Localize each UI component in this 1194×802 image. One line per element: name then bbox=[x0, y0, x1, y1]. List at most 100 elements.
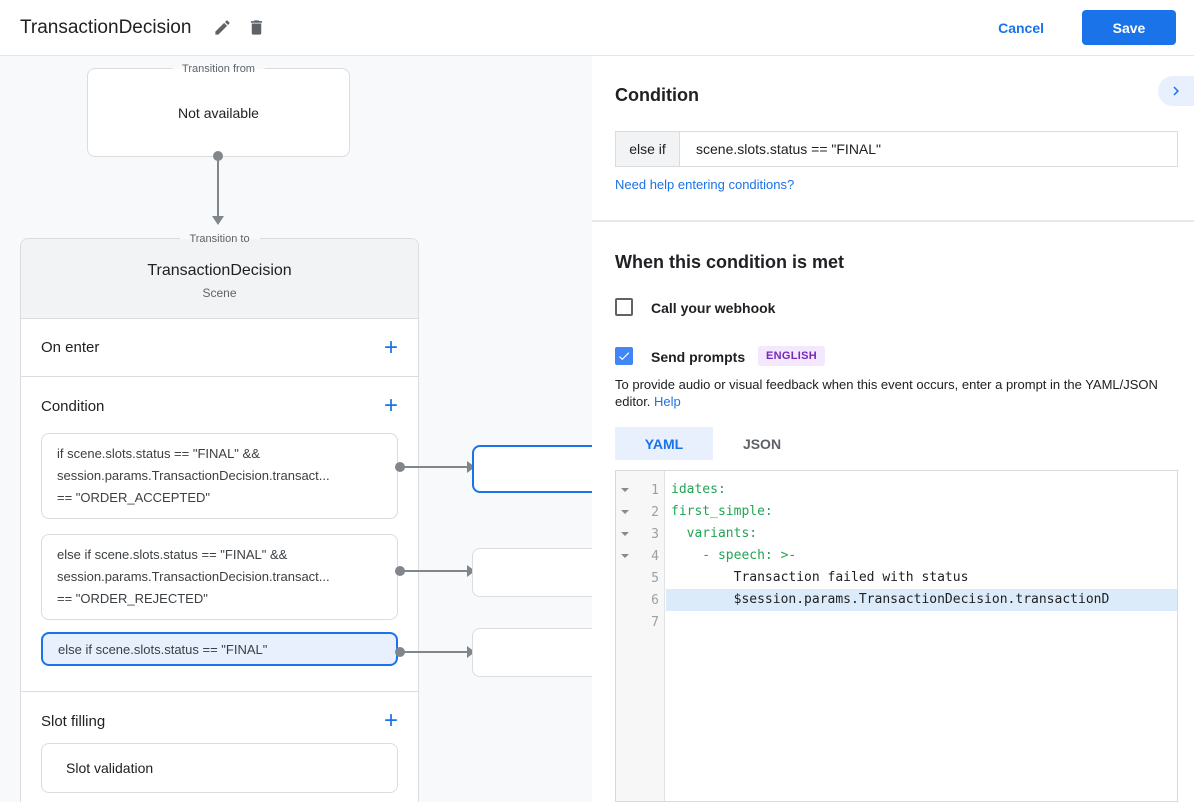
condition-item-2[interactable]: else if scene.slots.status == "FINAL" &&… bbox=[41, 534, 398, 620]
call-webhook-label: Call your webhook bbox=[651, 300, 776, 316]
scene-diagram: Transition from Not available Transition… bbox=[0, 56, 592, 802]
transition-arrow bbox=[212, 151, 224, 225]
fold-arrow-icon[interactable] bbox=[616, 532, 633, 536]
condition-line: if scene.slots.status == "FINAL" && bbox=[57, 446, 260, 461]
add-condition-icon[interactable]: + bbox=[383, 392, 398, 419]
slot-validation-item[interactable]: Slot validation bbox=[41, 743, 398, 793]
condition-detail-panel: Condition else if scene.slots.status == … bbox=[592, 56, 1194, 802]
editor-hint: To provide audio or visual feedback when… bbox=[615, 376, 1178, 410]
scene-card-header: TransactionDecision Scene bbox=[21, 239, 418, 319]
pencil-icon bbox=[215, 20, 230, 35]
call-webhook-checkbox[interactable] bbox=[615, 298, 633, 316]
transition-from-legend: Transition from bbox=[172, 61, 265, 77]
editor-line-gutter: 2 bbox=[616, 501, 666, 523]
on-enter-section: On enter + bbox=[21, 319, 418, 377]
transition-to-card: Transition to TransactionDecision Scene … bbox=[20, 231, 419, 802]
condition-section: Condition + if scene.slots.status == "FI… bbox=[21, 377, 418, 692]
fold-arrow-icon[interactable] bbox=[616, 510, 633, 514]
on-enter-label: On enter bbox=[41, 339, 100, 356]
code-text: variants: bbox=[671, 526, 758, 541]
checkmark-icon bbox=[618, 352, 630, 361]
code-text: Transaction failed with status bbox=[671, 570, 969, 585]
editor-line-gutter: 4 bbox=[616, 545, 666, 567]
editor-tabs: YAML JSON bbox=[615, 427, 811, 460]
line-number: 6 bbox=[651, 592, 659, 608]
editor-line[interactable]: 5 Transaction failed with status bbox=[616, 567, 1177, 589]
language-badge: ENGLISH bbox=[758, 346, 825, 366]
code-text bbox=[666, 611, 1177, 633]
condition-line: session.params.TransactionDecision.trans… bbox=[57, 468, 330, 483]
editor-line[interactable]: 7 bbox=[616, 611, 1177, 633]
panel-divider bbox=[592, 220, 1194, 222]
slot-filling-section: Slot filling + Slot validation bbox=[21, 692, 418, 802]
editor-line-gutter: 7 bbox=[616, 611, 666, 633]
send-prompts-checkbox[interactable] bbox=[615, 347, 633, 365]
condition-line: session.params.TransactionDecision.trans… bbox=[57, 569, 330, 584]
code-text: idates: bbox=[671, 482, 726, 497]
editor-line-gutter: 3 bbox=[616, 523, 666, 545]
scene-title: TransactionDecision bbox=[147, 262, 292, 279]
condition-expression-row: else if scene.slots.status == "FINAL" bbox=[615, 131, 1178, 167]
slot-validation-label: Slot validation bbox=[66, 760, 154, 776]
condition-line: else if scene.slots.status == "FINAL" && bbox=[57, 547, 288, 562]
code-text: $session.params.TransactionDecision.tran… bbox=[666, 589, 1177, 611]
add-on-enter-icon[interactable]: + bbox=[383, 333, 398, 361]
transition-target-node-1[interactable] bbox=[472, 445, 592, 493]
trash-icon bbox=[250, 20, 262, 35]
page-title: TransactionDecision bbox=[20, 16, 192, 38]
line-number: 5 bbox=[651, 570, 659, 586]
transition-target-node-3[interactable] bbox=[472, 628, 592, 677]
editor-gutter bbox=[616, 471, 665, 801]
condition-help-link[interactable]: Need help entering conditions? bbox=[615, 177, 795, 192]
send-prompts-label: Send prompts bbox=[651, 349, 746, 365]
code-text: first_simple: bbox=[671, 504, 773, 519]
condition-connector-3 bbox=[395, 646, 475, 658]
editor-line[interactable]: 1 idates: bbox=[616, 479, 1177, 501]
condition-item-1[interactable]: if scene.slots.status == "FINAL" && sess… bbox=[41, 433, 398, 519]
editor-help-link[interactable]: Help bbox=[654, 394, 681, 409]
tab-json[interactable]: JSON bbox=[713, 427, 811, 460]
editor-line-gutter: 1 bbox=[616, 479, 666, 501]
condition-line: == "ORDER_ACCEPTED" bbox=[57, 490, 210, 505]
tab-yaml[interactable]: YAML bbox=[615, 427, 713, 460]
line-number: 3 bbox=[651, 526, 659, 542]
cancel-button[interactable]: Cancel bbox=[998, 19, 1044, 36]
condition-panel-heading: Condition bbox=[615, 85, 699, 105]
delete-scene-button[interactable] bbox=[239, 11, 273, 45]
line-number: 1 bbox=[651, 482, 659, 498]
line-number: 7 bbox=[651, 614, 659, 630]
top-bar: TransactionDecision Cancel Save bbox=[0, 0, 1194, 56]
editor-line[interactable]: 6 $session.params.TransactionDecision.tr… bbox=[616, 589, 1177, 611]
transition-to-legend: Transition to bbox=[179, 231, 260, 247]
else-if-label: else if bbox=[616, 132, 680, 166]
fold-arrow-icon[interactable] bbox=[616, 554, 633, 558]
editor-line[interactable]: 2 first_simple: bbox=[616, 501, 1177, 523]
condition-line: else if scene.slots.status == "FINAL" bbox=[58, 642, 268, 657]
scene-type-label: Scene bbox=[202, 286, 237, 300]
editor-line[interactable]: 4 - speech: >- bbox=[616, 545, 1177, 567]
line-number: 2 bbox=[651, 504, 659, 520]
condition-section-label: Condition bbox=[41, 397, 105, 415]
add-slot-icon[interactable]: + bbox=[383, 707, 398, 734]
editor-line-gutter: 5 bbox=[616, 567, 666, 589]
slot-filling-label: Slot filling bbox=[41, 712, 106, 730]
editor-hint-text: To provide audio or visual feedback when… bbox=[615, 377, 1158, 409]
when-met-heading: When this condition is met bbox=[615, 252, 844, 272]
condition-item-3-selected[interactable]: else if scene.slots.status == "FINAL" bbox=[41, 632, 398, 666]
editor-line[interactable]: 3 variants: bbox=[616, 523, 1177, 545]
save-button[interactable]: Save bbox=[1082, 10, 1176, 45]
edit-scene-button[interactable] bbox=[205, 11, 239, 45]
line-number: 4 bbox=[651, 548, 659, 564]
fold-arrow-icon[interactable] bbox=[616, 488, 633, 492]
collapse-panel-button[interactable] bbox=[1158, 76, 1194, 106]
transition-target-node-2[interactable] bbox=[472, 548, 592, 597]
transition-from-value: Not available bbox=[178, 104, 259, 121]
condition-expression-input[interactable]: scene.slots.status == "FINAL" bbox=[696, 141, 882, 157]
transition-from-node[interactable]: Transition from Not available bbox=[87, 61, 350, 157]
chevron-right-icon bbox=[1173, 86, 1179, 96]
condition-connector-1 bbox=[395, 461, 475, 473]
editor-line-gutter: 6 bbox=[616, 589, 666, 611]
code-text: - speech: >- bbox=[671, 548, 797, 563]
